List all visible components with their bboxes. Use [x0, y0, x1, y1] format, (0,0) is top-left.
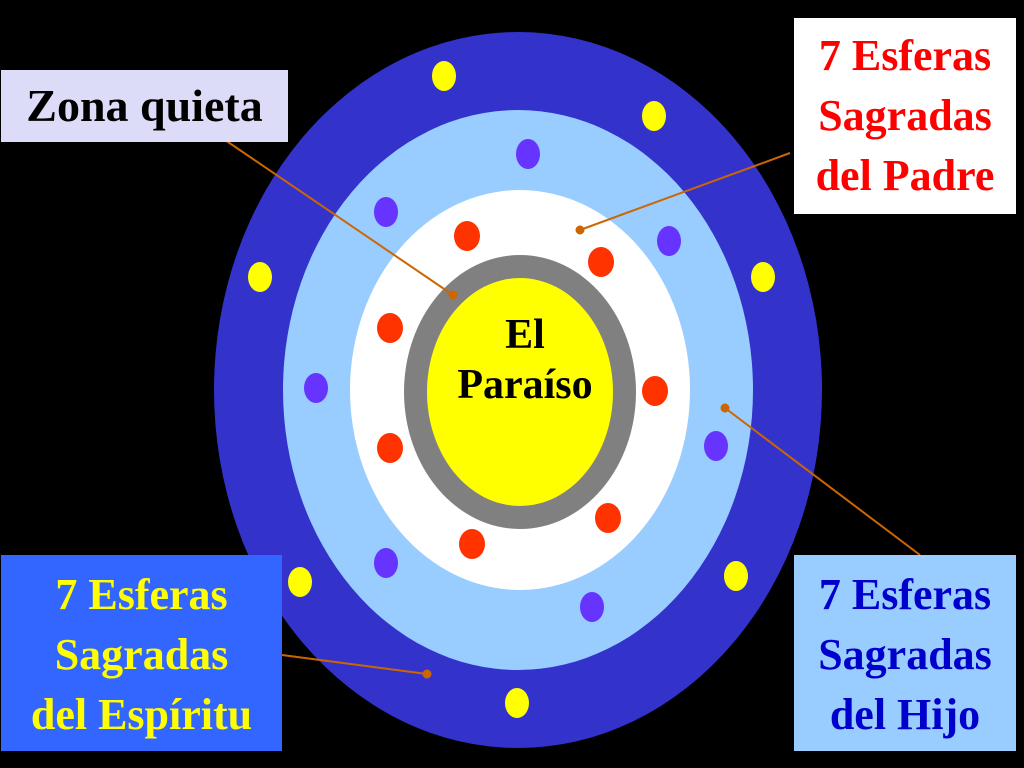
- son-sphere: [580, 592, 604, 622]
- son-sphere: [516, 139, 540, 169]
- label-padre-line1: 7 Esferas: [818, 31, 992, 80]
- leader-dot-zona-end: [448, 290, 458, 300]
- leader-line-hijo: [724, 407, 921, 556]
- son-sphere: [304, 373, 328, 403]
- spirit-sphere: [505, 688, 529, 718]
- label-padre-line3: del Padre: [815, 151, 995, 200]
- leader-dot-hijo-end: [720, 403, 730, 413]
- leader-line-padre: [579, 152, 791, 231]
- spirit-sphere: [248, 262, 272, 292]
- father-sphere: [588, 247, 614, 277]
- son-sphere: [374, 548, 398, 578]
- spirit-sphere: [288, 567, 312, 597]
- father-sphere: [642, 376, 668, 406]
- father-sphere: [377, 433, 403, 463]
- label-hijo-line1: 7 Esferas: [818, 570, 992, 619]
- label-zona-quieta: Zona quieta: [1, 70, 288, 142]
- father-sphere: [595, 503, 621, 533]
- son-spheres: [304, 139, 728, 622]
- son-sphere: [374, 197, 398, 227]
- father-sphere: [377, 313, 403, 343]
- label-esferas-padre: 7 Esferas Sagradas del Padre: [794, 18, 1016, 214]
- spirit-sphere: [751, 262, 775, 292]
- father-sphere: [459, 529, 485, 559]
- leader-line-zona: [202, 124, 454, 296]
- son-sphere: [657, 226, 681, 256]
- paradise-label-line2: Paraíso: [457, 362, 593, 408]
- label-hijo-line2: Sagradas: [818, 630, 992, 679]
- label-padre-line2: Sagradas: [818, 91, 992, 140]
- label-esferas-hijo: 7 Esferas Sagradas del Hijo: [794, 555, 1016, 751]
- father-sphere: [454, 221, 480, 251]
- spirit-spheres: [248, 61, 775, 718]
- leader-line-espiritu: [281, 654, 428, 675]
- label-zona-quieta-text: Zona quieta: [26, 80, 263, 131]
- label-esferas-espiritu: 7 Esferas Sagradas del Espíritu: [1, 555, 282, 751]
- paradise-label: El Paraíso: [430, 310, 620, 410]
- paradise-label-line1: El: [505, 312, 545, 358]
- label-espiritu-line3: del Espíritu: [30, 690, 253, 739]
- son-sphere: [704, 431, 728, 461]
- leader-dot-espiritu-end: [422, 669, 432, 679]
- label-espiritu-line2: Sagradas: [54, 630, 229, 679]
- label-hijo-line3: del Hijo: [829, 690, 981, 739]
- father-spheres: [377, 221, 668, 559]
- label-espiritu-line1: 7 Esferas: [55, 570, 228, 619]
- spirit-sphere: [432, 61, 456, 91]
- spirit-sphere: [724, 561, 748, 591]
- paradise-core: [427, 278, 613, 506]
- leader-dot-padre-end: [575, 225, 585, 235]
- spirit-sphere: [642, 101, 666, 131]
